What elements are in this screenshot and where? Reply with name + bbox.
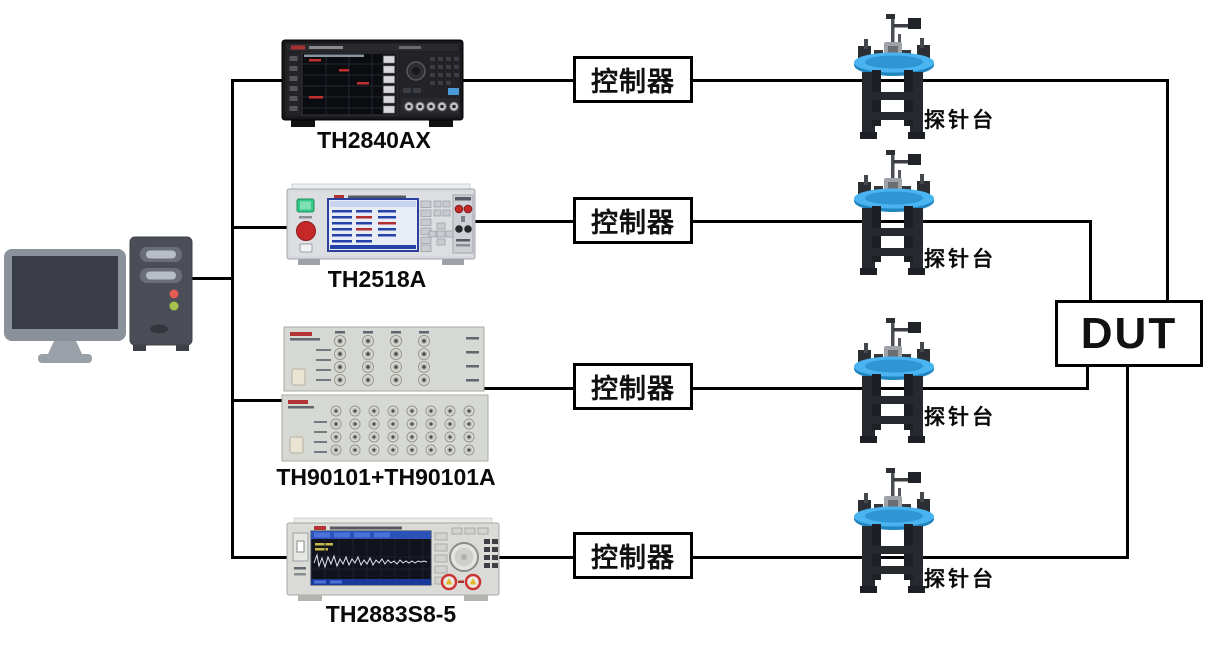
waveform-screen [310, 530, 432, 586]
controller-box-4: 控制器 [573, 532, 693, 579]
power-button [296, 198, 315, 213]
key-pad [428, 200, 454, 246]
softkeys [420, 200, 432, 252]
controller-label: 控制器 [591, 374, 675, 404]
row2-bus-to-instrument-line [231, 226, 291, 229]
terminal-panel [452, 194, 474, 254]
tower-icon [129, 236, 193, 351]
row4-bus-to-instrument-line [231, 556, 293, 559]
row4-dut-rise-line [1126, 365, 1129, 559]
rotary-knob [449, 542, 479, 572]
row3-controller-to-dut-line [693, 387, 1089, 390]
impulse-winding-tester-th2883-image [286, 517, 500, 601]
row1-controller-to-dut-line [693, 79, 1169, 82]
row3-bus-to-instrument-line [231, 399, 287, 402]
instrument-label-th2840ax: TH2840AX [317, 127, 431, 153]
row3-dut-rise-line [1086, 365, 1089, 390]
scanner-bottom-unit [281, 394, 489, 462]
power-switch [291, 368, 306, 386]
row1-dut-drop-line [1166, 79, 1169, 303]
row4-instrument-to-controller-line [495, 556, 575, 559]
computer-bus-link [188, 277, 233, 280]
instrument-label-th2883s8: TH2883S8-5 [325, 601, 457, 627]
scanner-top-unit [283, 326, 485, 392]
probe-station-label-2: 探针台 [924, 248, 996, 271]
instrument-label-th2518a: TH2518A [327, 266, 427, 292]
monitor-icon [4, 249, 126, 363]
power-led-red [169, 289, 179, 299]
numeric-keypad [484, 539, 498, 568]
probe-station-label-1: 探针台 [924, 109, 996, 132]
controller-box-1: 控制器 [573, 56, 693, 103]
lcr-meter-th2840ax-image [281, 39, 464, 127]
instrument-screen [327, 198, 419, 252]
small-button [299, 243, 313, 253]
dut-label: DUT [1080, 308, 1178, 358]
controller-label: 控制器 [591, 543, 675, 573]
resistance-meter-th2518a-image [286, 183, 476, 265]
row1-instrument-to-controller-line [460, 79, 575, 82]
instrument-label-th90101: TH90101+TH90101A [276, 464, 496, 490]
bnc-grid-4x4 [334, 335, 430, 386]
probe-station-label-3: 探针台 [924, 406, 996, 429]
scanner-boxes-th90101-image [281, 326, 489, 462]
controller-box-3: 控制器 [573, 363, 693, 410]
bus-line-vertical [231, 79, 234, 559]
output-terminals [440, 573, 482, 591]
row1-bus-to-instrument-line [231, 79, 286, 82]
row2-dut-drop-line [1089, 220, 1092, 303]
controller-box-2: 控制器 [573, 197, 693, 244]
row3-instrument-to-controller-line [480, 387, 577, 390]
usb-port [292, 532, 309, 576]
power-switch [289, 436, 304, 454]
power-led-green [169, 301, 179, 311]
probe-station-label-4: 探针台 [924, 568, 996, 591]
instrument-screen [301, 52, 398, 116]
computer-icon [4, 236, 193, 363]
row2-controller-to-dut-line [693, 220, 1092, 223]
controller-label: 控制器 [591, 208, 675, 238]
red-knob [296, 221, 316, 241]
bnc-connectors [401, 98, 459, 114]
blue-key [448, 88, 459, 95]
bnc-grid-8x4 [330, 405, 475, 456]
dut-box: DUT [1055, 300, 1203, 367]
controller-label: 控制器 [591, 67, 675, 97]
row2-instrument-to-controller-line [472, 220, 575, 223]
